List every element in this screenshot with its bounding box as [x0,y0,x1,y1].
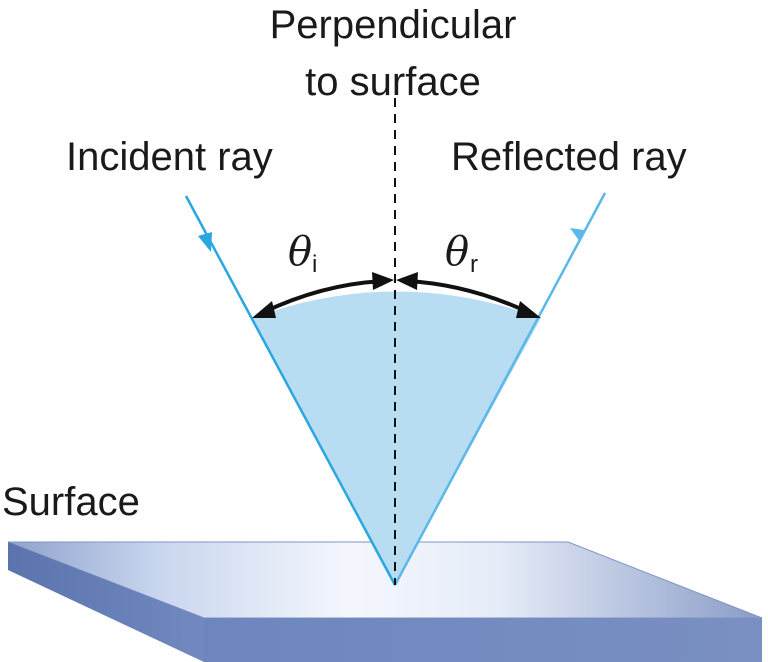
surface-front-face [204,618,762,662]
theta-r-label: θ r [445,229,478,278]
surface-left-face [8,542,204,662]
incident-ray-label: Incident ray [66,135,273,179]
reflected-ray-label: Reflected ray [451,135,687,179]
surface-slab [7,541,763,662]
theta-r-subscript: r [470,251,478,278]
angle-arc-reflected [396,272,541,318]
incident-arrow-icon [198,232,212,252]
perpendicular-label-line2: to surface [305,60,481,104]
theta-i-label: θ i [288,229,317,278]
arc-arrowhead-right-icon [516,301,541,318]
theta-i-symbol: θ [288,229,312,275]
angle-wedge [253,291,541,585]
theta-r-symbol: θ [445,229,469,275]
surface-label: Surface [2,480,140,524]
reflected-ray [393,192,607,586]
arc-arrowhead-mid-right-icon [396,272,418,290]
arc-arrowhead-mid-left-icon [372,272,394,290]
incident-ray [184,195,397,586]
angle-arc-incident [252,272,394,318]
theta-i-subscript: i [312,251,317,278]
reflected-arrow-icon [570,228,584,242]
perpendicular-label-line1: Perpendicular [270,3,517,47]
arc-arrowhead-left-icon [252,301,276,318]
